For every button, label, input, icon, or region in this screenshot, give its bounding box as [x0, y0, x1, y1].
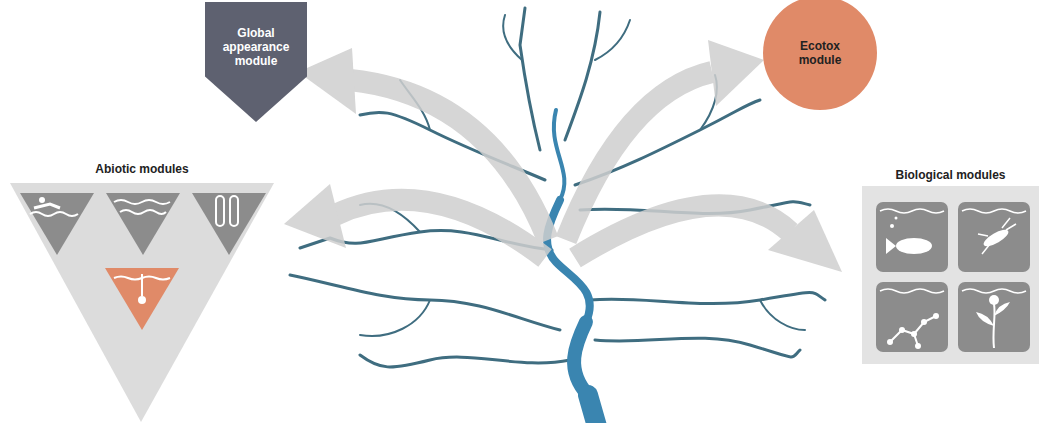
module-arrows	[284, 40, 842, 272]
module-label: Global appearance module	[214, 26, 298, 68]
module-group-triangle-outline	[8, 160, 276, 423]
module-group-box-outline	[862, 166, 1039, 364]
river-main-stem	[547, 110, 598, 423]
module-pentagon: Global appearance module	[205, 2, 307, 122]
module-label: Abiotic modules	[8, 162, 276, 176]
module-label: Biological modules	[862, 168, 1039, 182]
river-branches	[290, 8, 825, 367]
module-group-box: Biological modules	[862, 166, 1039, 364]
module-label: Ecotox module	[790, 39, 850, 67]
module-group-triangle: Abiotic modules	[8, 160, 276, 423]
module-circle: Ecotox module	[762, 0, 878, 111]
